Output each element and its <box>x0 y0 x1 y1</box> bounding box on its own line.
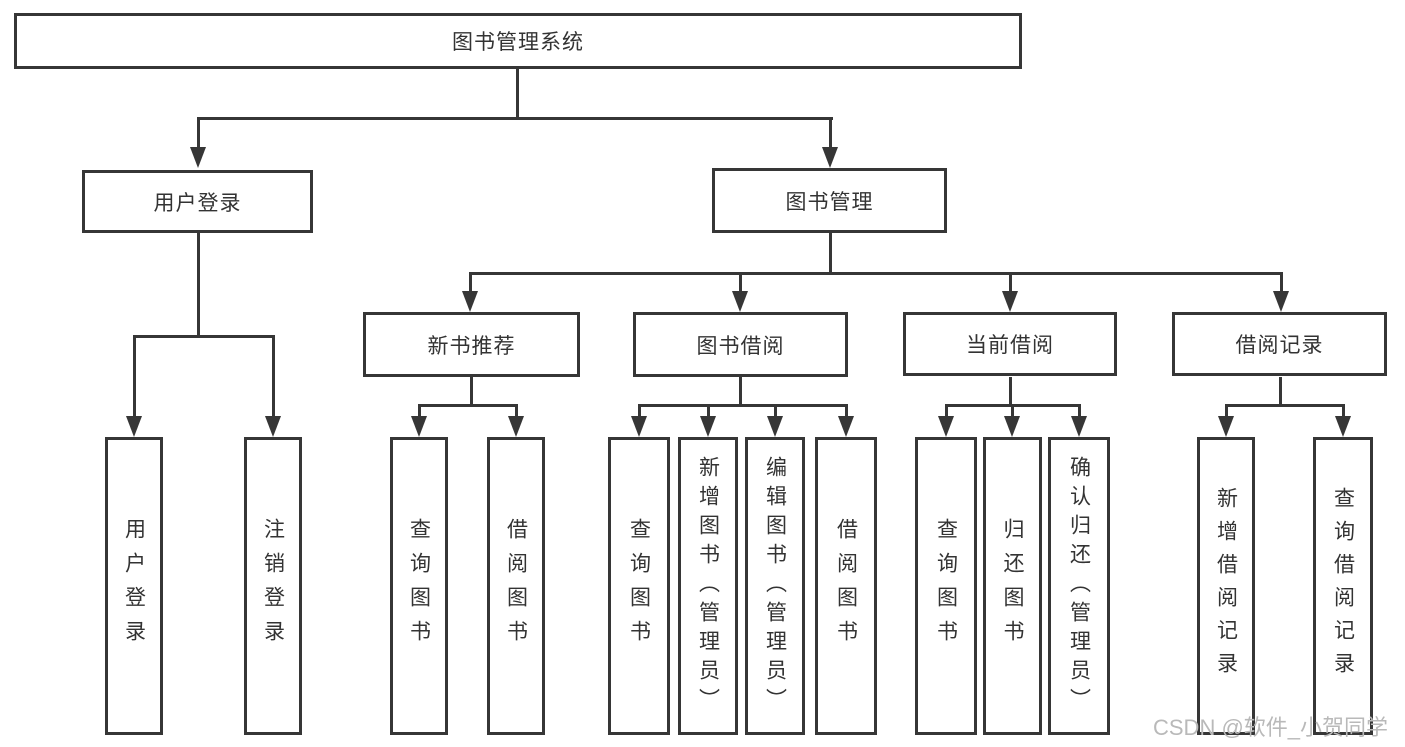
node-book-borrow-label: 图书借阅 <box>696 334 785 358</box>
connector-vline <box>1225 404 1228 416</box>
connector-vline <box>845 404 848 416</box>
arrowhead-down-icon <box>767 416 783 437</box>
connector-hline <box>197 117 833 120</box>
leaf-borrow-query-books-label: 查询图书 <box>627 518 651 654</box>
leaf-borrow-edit-books-admin-label: 编辑图书（管理员） <box>763 455 787 717</box>
node-user-login-label: 用户登录 <box>153 191 242 215</box>
node-new-book-recommend-label: 新书推荐 <box>427 334 516 358</box>
csdn-watermark: CSDN @软件_小贺同学 <box>1153 715 1389 740</box>
arrowhead-down-icon <box>462 291 478 312</box>
connector-vline <box>469 272 472 292</box>
arrowhead-down-icon <box>126 416 142 437</box>
leaf-current-query-books: 查询图书 <box>915 437 977 735</box>
connector-vline <box>1280 272 1283 292</box>
leaf-user-login-label: 用户登录 <box>122 518 146 654</box>
leaf-recommend-query-books-label: 查询图书 <box>407 518 431 654</box>
connector-vline <box>829 117 832 149</box>
leaf-current-return-books: 归还图书 <box>983 437 1042 735</box>
arrowhead-down-icon <box>265 416 281 437</box>
connector-vline <box>272 335 275 416</box>
leaf-borrow-query-books: 查询图书 <box>608 437 670 735</box>
connector-vline <box>638 404 641 416</box>
node-book-management: 图书管理 <box>712 168 947 233</box>
arrowhead-down-icon <box>838 416 854 437</box>
node-current-borrow-label: 当前借阅 <box>966 334 1054 357</box>
arrowhead-down-icon <box>1335 416 1351 437</box>
leaf-records-add-record: 新增借阅记录 <box>1197 437 1255 735</box>
leaf-borrow-borrow-books-label: 借阅图书 <box>834 518 858 654</box>
leaf-borrow-edit-books-admin: 编辑图书（管理员） <box>745 437 805 735</box>
arrowhead-down-icon <box>1004 416 1020 437</box>
leaf-logout: 注销登录 <box>244 437 302 735</box>
arrowhead-down-icon <box>190 147 206 168</box>
connector-vline <box>739 272 742 292</box>
arrowhead-down-icon <box>822 147 838 168</box>
leaf-borrow-add-books-admin-label: 新增图书（管理员） <box>696 455 720 717</box>
connector-vline <box>470 377 473 406</box>
connector-vline <box>1342 404 1345 416</box>
leaf-records-query-record-label: 查询借阅记录 <box>1331 487 1355 685</box>
arrowhead-down-icon <box>938 416 954 437</box>
connector-hline <box>1225 404 1345 407</box>
connector-vline <box>1009 272 1012 292</box>
arrowhead-down-icon <box>411 416 427 437</box>
node-borrow-records: 借阅记录 <box>1172 312 1387 376</box>
node-root: 图书管理系统 <box>14 13 1022 69</box>
connector-vline <box>1009 377 1012 406</box>
connector-vline <box>516 68 519 119</box>
connector-hline <box>133 335 275 338</box>
connector-vline <box>133 335 136 416</box>
arrowhead-down-icon <box>1071 416 1087 437</box>
connector-hline <box>418 404 518 407</box>
node-book-borrow: 图书借阅 <box>633 312 848 377</box>
leaf-current-query-books-label: 查询图书 <box>934 518 958 654</box>
connector-hline <box>638 404 848 407</box>
connector-vline <box>515 404 518 416</box>
leaf-recommend-query-books: 查询图书 <box>390 437 448 735</box>
node-current-borrow: 当前借阅 <box>903 312 1117 376</box>
arrowhead-down-icon <box>1218 416 1234 437</box>
leaf-user-login: 用户登录 <box>105 437 163 735</box>
arrowhead-down-icon <box>1002 291 1018 312</box>
connector-vline <box>418 404 421 416</box>
leaf-records-add-record-label: 新增借阅记录 <box>1214 487 1238 685</box>
connector-vline <box>1078 404 1081 416</box>
connector-vline <box>197 233 200 337</box>
connector-vline <box>945 404 948 416</box>
node-book-management-label: 图书管理 <box>785 190 874 214</box>
leaf-recommend-borrow-books-label: 借阅图书 <box>504 518 528 654</box>
leaf-logout-label: 注销登录 <box>261 518 285 654</box>
leaf-borrow-add-books-admin: 新增图书（管理员） <box>678 437 738 735</box>
leaf-current-return-books-label: 归还图书 <box>1001 518 1024 654</box>
connector-hline <box>469 272 1283 275</box>
connector-vline <box>197 117 200 149</box>
connector-vline <box>739 377 742 406</box>
node-user-login: 用户登录 <box>82 170 313 233</box>
node-root-label: 图书管理系统 <box>452 31 584 54</box>
node-new-book-recommend: 新书推荐 <box>363 312 580 377</box>
node-borrow-records-label: 借阅记录 <box>1235 334 1324 357</box>
connector-vline <box>774 404 777 416</box>
arrowhead-down-icon <box>631 416 647 437</box>
leaf-current-confirm-return-admin-label: 确认归还（管理员） <box>1067 455 1091 717</box>
arrowhead-down-icon <box>508 416 524 437</box>
arrowhead-down-icon <box>1273 291 1289 312</box>
connector-vline <box>829 233 832 275</box>
leaf-borrow-borrow-books: 借阅图书 <box>815 437 877 735</box>
connector-vline <box>1011 404 1014 416</box>
leaf-recommend-borrow-books: 借阅图书 <box>487 437 545 735</box>
arrowhead-down-icon <box>732 291 748 312</box>
connector-vline <box>707 404 710 416</box>
leaf-current-confirm-return-admin: 确认归还（管理员） <box>1048 437 1110 735</box>
leaf-records-query-record: 查询借阅记录 <box>1313 437 1373 735</box>
connector-vline <box>1279 377 1282 406</box>
arrowhead-down-icon <box>700 416 716 437</box>
